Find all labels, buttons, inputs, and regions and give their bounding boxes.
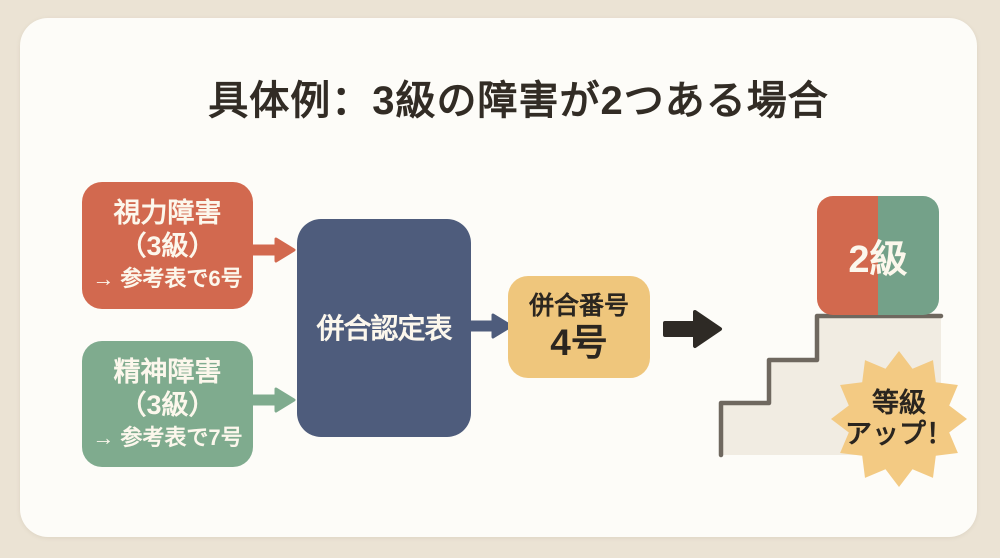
grade-red-half: [817, 196, 878, 315]
vision-disability-name: 視力障害: [113, 198, 222, 228]
mental-disability-name: 精神障害: [113, 356, 222, 387]
grade-result-box: [817, 196, 939, 315]
content-card: 具体例：3級の障害が2つある場合 視力障害 （3級） → 参考表で6号 精神障害…: [20, 18, 977, 537]
arrow-table-to-number-icon: [466, 313, 513, 339]
vision-disability-box: 視力障害 （3級） → 参考表で6号: [82, 182, 253, 309]
arrow-result-icon: [663, 310, 722, 348]
grade-up-badge-line2: アップ！: [845, 419, 953, 449]
vision-disability-grade: （3級）: [119, 231, 216, 261]
page-title: 具体例：3級の障害が2つある場合: [208, 79, 829, 123]
grade-up-badge-line1: 等級: [872, 388, 926, 418]
combined-table-label: 併合認定表: [316, 312, 452, 344]
combined-number-title: 併合番号: [528, 291, 629, 320]
grade-up-starburst: [831, 351, 967, 487]
arrow-vision-to-table-icon: [249, 237, 296, 263]
combined-number-value: 4号: [550, 321, 608, 363]
arrow-mental-to-table-icon: [249, 387, 296, 413]
combined-table-box: 併合認定表: [297, 219, 471, 437]
mental-disability-grade: （3級）: [119, 389, 216, 420]
combined-number-box: 併合番号 4号: [508, 276, 650, 378]
mental-disability-ref: → 参考表で7号: [92, 424, 243, 450]
grade-result-label: 2級: [848, 239, 908, 281]
mental-disability-box: 精神障害 （3級） → 参考表で7号: [82, 341, 253, 467]
grade-green-half: [878, 196, 939, 315]
vision-disability-ref: → 参考表で6号: [92, 266, 243, 291]
grade-up-badge: 等級 アップ！: [829, 349, 969, 489]
